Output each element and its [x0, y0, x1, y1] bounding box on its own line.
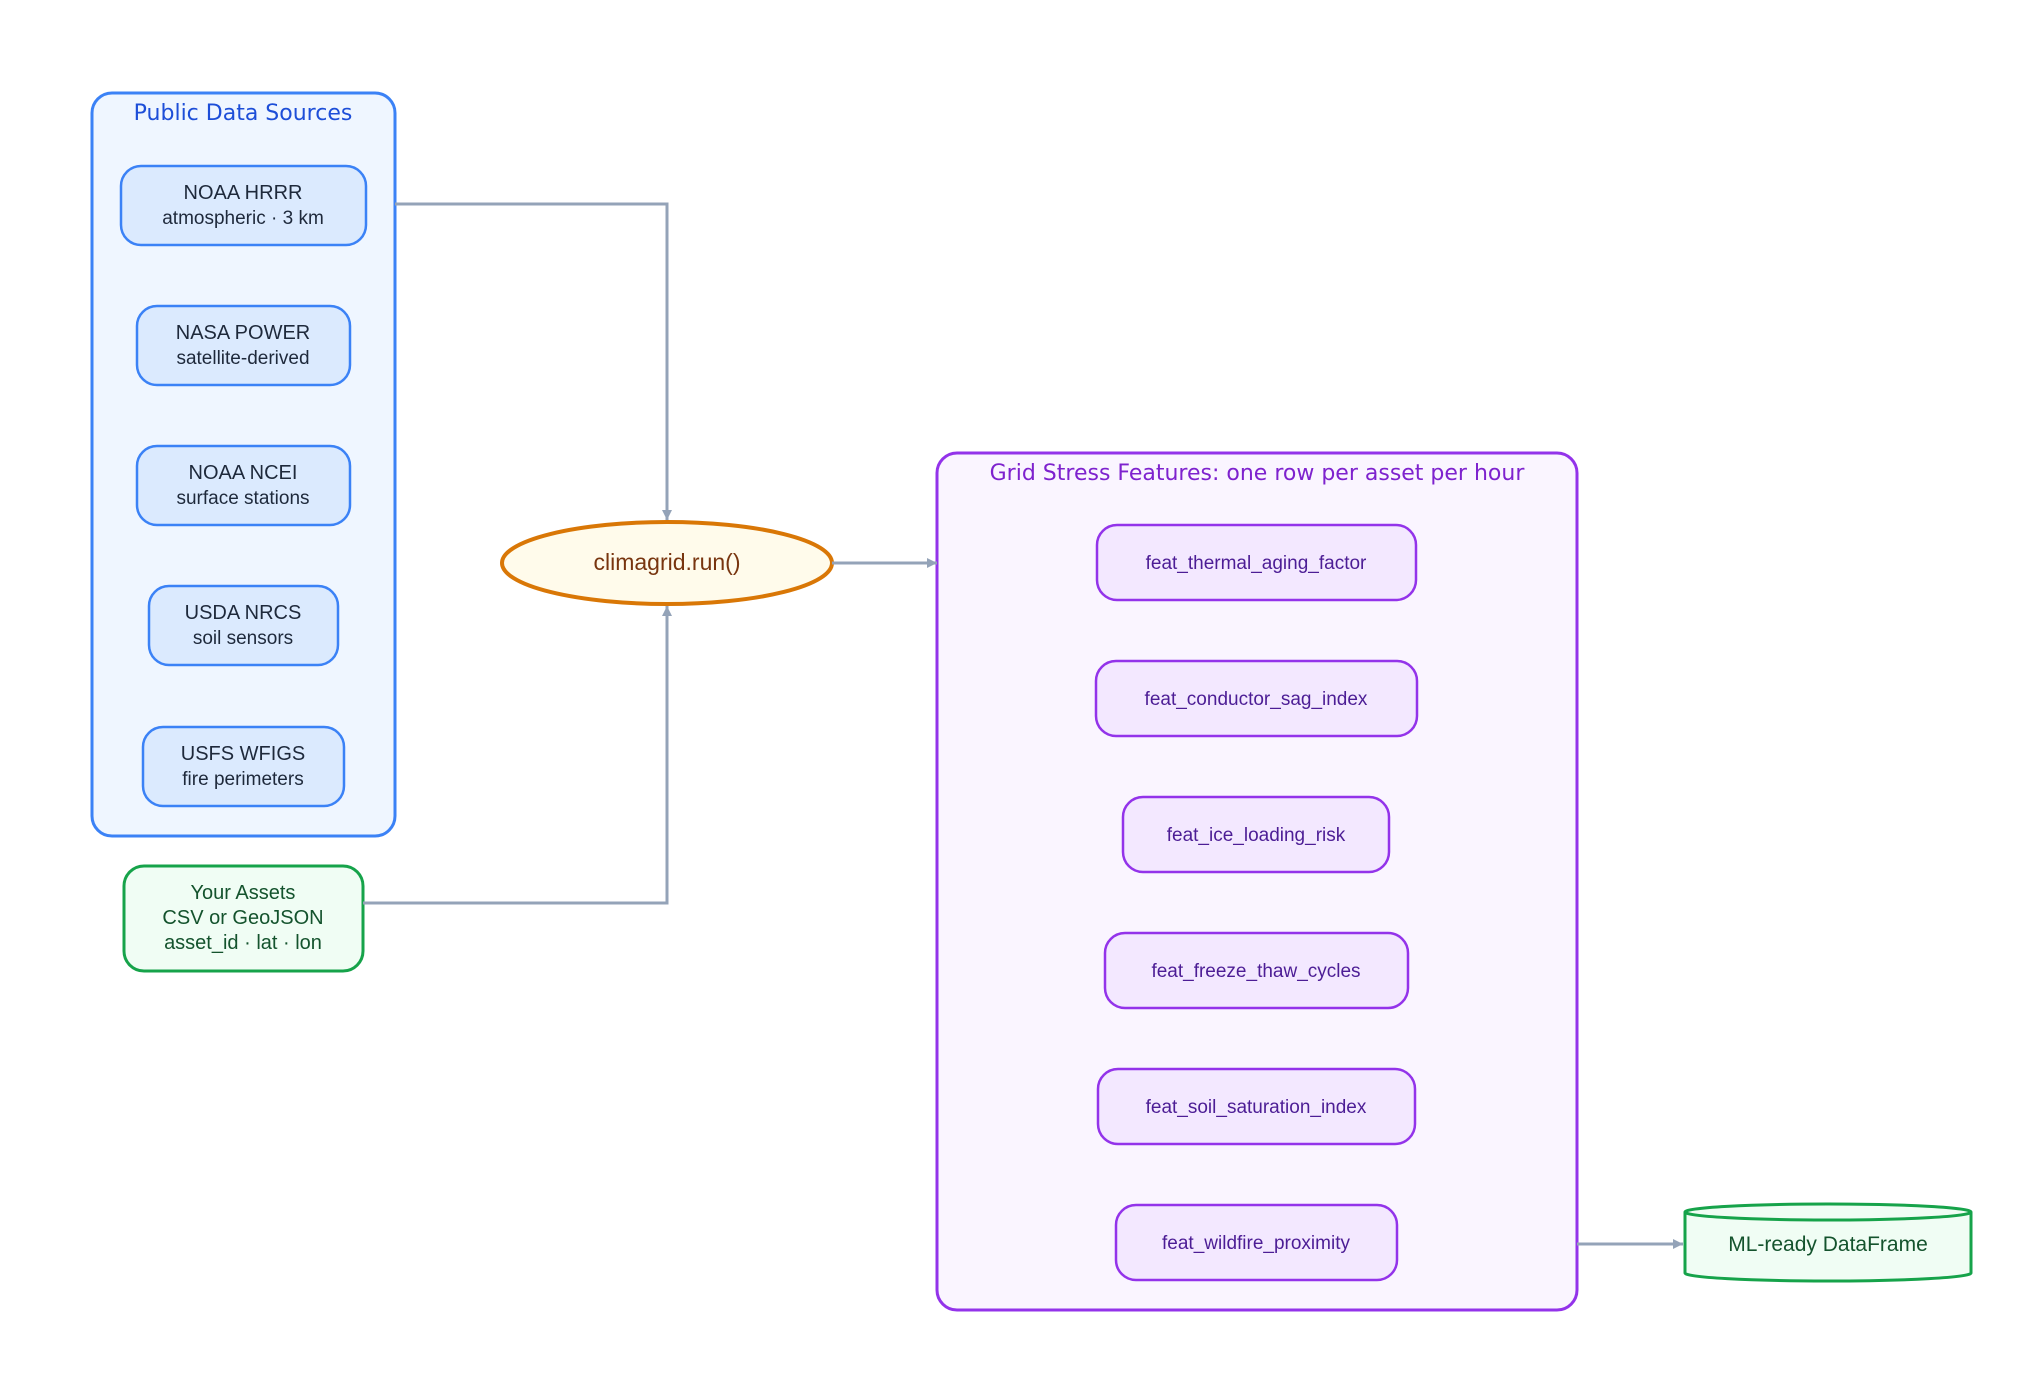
- source-name: USDA NRCS: [185, 602, 302, 624]
- source-node-noaa-ncei: NOAA NCEI surface stations: [135, 444, 352, 527]
- feature-label: feat_thermal_aging_factor: [1146, 553, 1367, 574]
- source-node-nasa-power: NASA POWER satellite-derived: [135, 304, 352, 387]
- public-data-sources-cluster: Public Data Sources NOAA HRRR atmospheri…: [90, 91, 397, 838]
- assets-format: CSV or GeoJSON: [162, 907, 323, 929]
- output-dataframe-node: ML-ready DataFrame: [1683, 1202, 1973, 1283]
- source-name: NOAA HRRR: [184, 182, 303, 204]
- assets-title: Your Assets: [191, 882, 296, 904]
- feature-label: feat_soil_saturation_index: [1146, 1097, 1367, 1118]
- grid-stress-features-cluster: Grid Stress Features: one row per asset …: [935, 451, 1579, 1312]
- grid-stress-features-title: Grid Stress Features: one row per asset …: [990, 461, 1526, 486]
- feature-node-soil-saturation: feat_soil_saturation_index: [1096, 1067, 1417, 1146]
- feature-label: feat_wildfire_proximity: [1162, 1233, 1350, 1254]
- feature-node-ice-loading: feat_ice_loading_risk: [1121, 795, 1391, 874]
- feature-node-thermal-aging: feat_thermal_aging_factor: [1095, 523, 1418, 602]
- edges: [363, 202, 1683, 1249]
- feature-node-wildfire-proximity: feat_wildfire_proximity: [1114, 1203, 1399, 1282]
- source-node-usfs-wfigs: USFS WFIGS fire perimeters: [141, 725, 346, 808]
- run-label: climagrid.run(): [594, 549, 741, 575]
- source-desc: fire perimeters: [182, 769, 303, 790]
- source-node-noaa-hrrr: NOAA HRRR atmospheric · 3 km: [119, 164, 368, 247]
- source-name: USFS WFIGS: [181, 743, 305, 765]
- feature-label: feat_freeze_thaw_cycles: [1151, 961, 1360, 982]
- source-desc: surface stations: [176, 488, 309, 509]
- run-node: climagrid.run(): [500, 520, 834, 606]
- source-name: NASA POWER: [176, 322, 310, 344]
- feature-label: feat_conductor_sag_index: [1145, 689, 1368, 710]
- assets-node: Your Assets CSV or GeoJSON asset_id · la…: [122, 864, 365, 973]
- assets-columns: asset_id · lat · lon: [164, 932, 322, 954]
- source-name: NOAA NCEI: [189, 462, 298, 484]
- source-node-usda-nrcs: USDA NRCS soil sensors: [147, 584, 340, 667]
- edge-sources-to-run: [395, 202, 672, 520]
- public-data-sources-title: Public Data Sources: [134, 101, 353, 126]
- feature-node-conductor-sag: feat_conductor_sag_index: [1094, 659, 1419, 738]
- output-label: ML-ready DataFrame: [1728, 1233, 1928, 1256]
- feature-label: feat_ice_loading_risk: [1167, 825, 1346, 846]
- source-desc: soil sensors: [193, 628, 293, 649]
- edge-assets-to-run: [363, 606, 672, 905]
- feature-node-freeze-thaw: feat_freeze_thaw_cycles: [1103, 931, 1410, 1010]
- source-desc: satellite-derived: [176, 348, 309, 369]
- source-desc: atmospheric · 3 km: [162, 208, 324, 229]
